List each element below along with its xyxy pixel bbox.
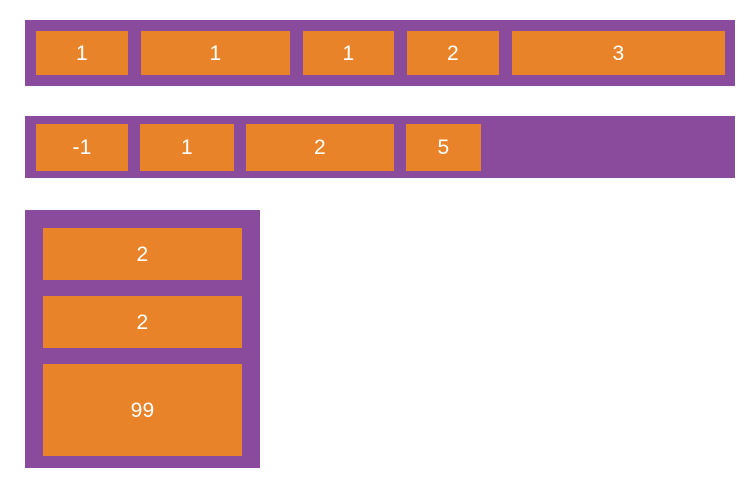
flex-item: 1 xyxy=(141,31,290,75)
flex-item: 3 xyxy=(512,31,725,75)
flex-container-row-1: 1 1 1 2 3 xyxy=(25,20,735,86)
flex-item: 1 xyxy=(36,31,128,75)
flex-item: -1 xyxy=(36,123,128,171)
flex-item: 1 xyxy=(140,123,234,171)
flex-item: 2 xyxy=(43,296,242,348)
flex-item: 2 xyxy=(43,228,242,280)
flex-container-column-3: 2 2 99 xyxy=(25,210,260,468)
flex-item: 99 xyxy=(43,364,242,456)
flex-container-row-2: -1 1 2 5 xyxy=(25,116,735,178)
flex-item: 2 xyxy=(246,123,394,171)
flex-item: 5 xyxy=(406,123,481,171)
flex-item: 2 xyxy=(407,31,499,75)
flex-item: 1 xyxy=(303,31,394,75)
